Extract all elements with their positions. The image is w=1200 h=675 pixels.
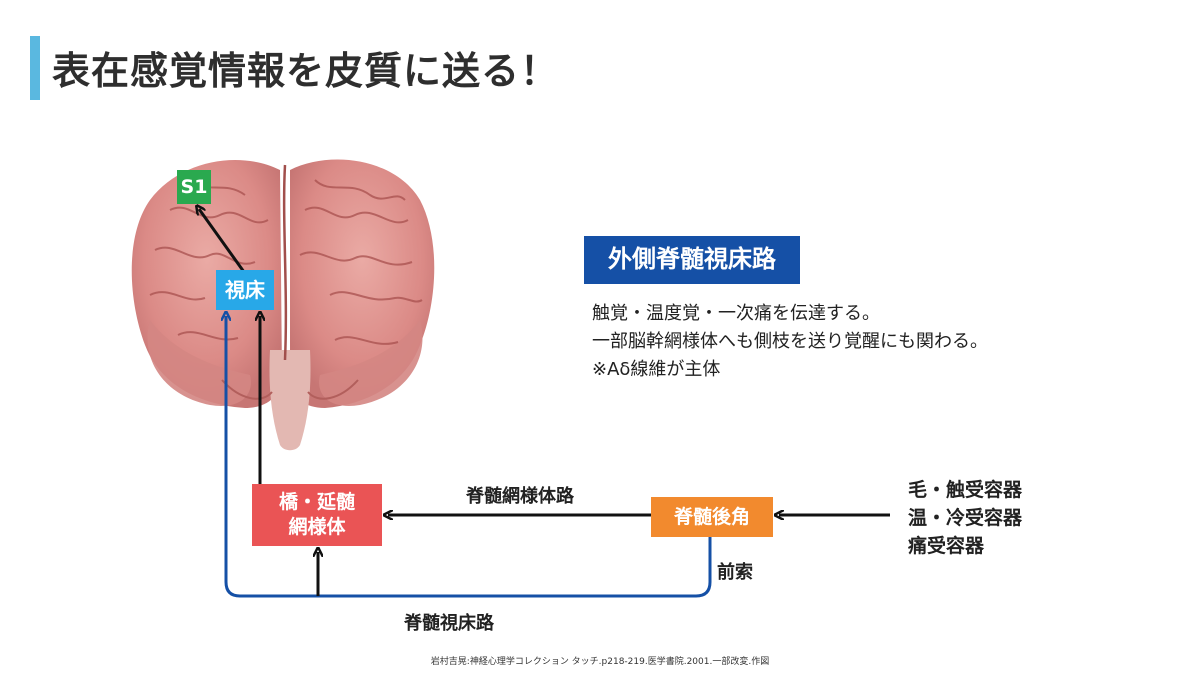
spinoreticular-label: 脊髄網様体路 [466,486,574,507]
receptor-hair-touch: 毛・触受容器 [908,479,1023,501]
description-line-3: ※Aδ線維が主体 [592,359,721,380]
citation-credit: 岩村吉晃:神経心理学コレクション タッチ.p218-219.医学書院.2001.… [430,657,770,667]
slide-title: 表在感覚情報を皮質に送る！ [52,49,560,93]
receptor-thermal: 温・冷受容器 [908,507,1023,529]
receptor-pain: 痛受容器 [908,535,985,557]
description-line-1: 触覚・温度覚・一次痛を伝達する。 [592,303,880,324]
title-accent-bar [30,36,40,100]
thalamus-to-s1-arrow [199,209,246,273]
s1-box: S1 [177,170,211,204]
thalamus-box: 視床 [216,270,274,310]
pathway-title-badge: 外側脊髄視床路 [584,236,800,284]
reticular-label-line2: 網様体 [288,516,346,538]
description-line-2: 一部脳幹網様体へも側枝を送り覚醒にも関わる。 [592,331,988,352]
anterior-funiculus-label: 前索 [717,562,753,583]
spinothalamic-tract-line [226,316,712,598]
receptor-list: 毛・触受容器 温・冷受容器 痛受容器 [908,476,1022,560]
spinothalamic-label: 脊髄視床路 [404,613,494,634]
pathway-description: 触覚・温度覚・一次痛を伝達する。 一部脳幹網様体へも側枝を送り覚醒にも関わる。 … [592,300,988,384]
brain-illustration [131,159,435,451]
reticular-formation-box: 橋・延髄 網様体 [252,484,382,546]
dorsal-horn-box: 脊髄後角 [651,497,773,537]
reticular-label-line1: 橋・延髄 [278,491,355,514]
